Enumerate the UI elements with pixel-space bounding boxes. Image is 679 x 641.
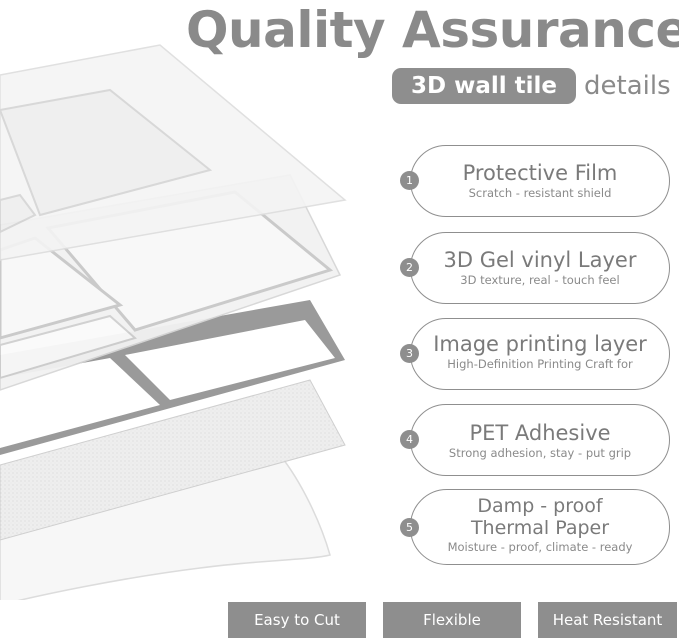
feature-desc: 3D texture, real - touch feel (460, 273, 620, 287)
feature-gel-layer: 2 3D Gel vinyl Layer 3D texture, real - … (400, 232, 670, 304)
badge-heat-resistant: Heat Resistant (538, 602, 677, 638)
feature-title: Image printing layer (433, 332, 647, 356)
badge-easy-to-cut: Easy to Cut (228, 602, 366, 638)
feature-title-line1: Damp - proof (477, 495, 603, 517)
feature-desc: Scratch - resistant shield (468, 186, 612, 200)
feature-title: Protective Film (462, 161, 618, 185)
feature-pet-adhesive: 4 PET Adhesive Strong adhesion, stay - p… (400, 404, 670, 476)
feature-thermal-paper: 5 Damp - proof Thermal Paper Moisture - … (400, 489, 670, 565)
feature-desc: High-Definition Printing Craft for (447, 357, 633, 371)
feature-title-line2: Thermal Paper (470, 517, 610, 539)
protective-film-layer (0, 44, 347, 261)
feature-desc: Strong adhesion, stay - put grip (448, 446, 632, 460)
layer-illustration (0, 44, 347, 600)
page-title: Quality Assurance (186, 1, 679, 59)
feature-number: 4 (400, 430, 419, 449)
feature-title: PET Adhesive (469, 421, 611, 445)
details-label: details (584, 71, 671, 101)
feature-number: 2 (400, 258, 419, 277)
printing-layer (0, 300, 345, 455)
feature-title: 3D Gel vinyl Layer (443, 248, 637, 272)
feature-desc: Moisture - proof, climate - ready (447, 540, 633, 554)
badge-flexible: Flexible (383, 602, 521, 638)
feature-protective-film: 1 Protective Film Scratch - resistant sh… (400, 145, 670, 217)
feature-number: 3 (400, 344, 419, 363)
subtitle-row: 3D wall tile details (392, 68, 677, 106)
feature-printing-layer: 3 Image printing layer High-Definition P… (400, 318, 670, 390)
product-label: 3D wall tile (392, 68, 576, 104)
feature-number: 1 (400, 171, 419, 190)
adhesive-layer (0, 379, 346, 541)
feature-number: 5 (400, 518, 419, 537)
